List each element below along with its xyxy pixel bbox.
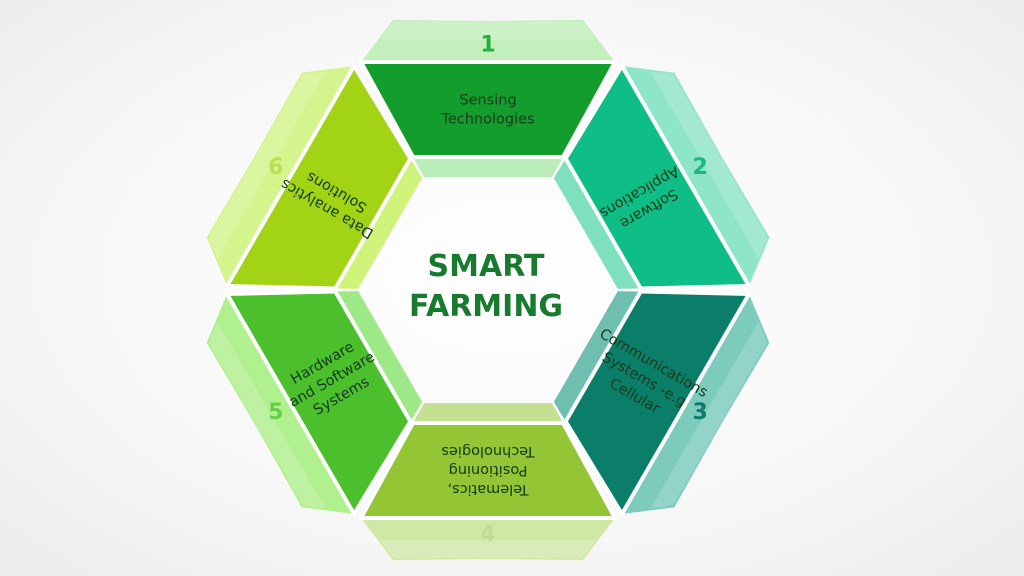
segment-4-panel xyxy=(359,421,617,520)
segment-5-highlight xyxy=(208,321,326,509)
segment-4-label-line: Telematics, xyxy=(447,481,529,497)
title-line-1: SMART xyxy=(428,249,545,284)
segment-2-outer-facet xyxy=(621,66,770,286)
segment-1-outer-facet xyxy=(361,20,615,62)
segment-4-label-line: Technologies xyxy=(441,443,535,459)
center-title: SMART FARMING xyxy=(409,249,563,324)
segment-5-inner-facet xyxy=(335,291,423,422)
segment-3-highlight xyxy=(650,321,768,509)
segment-3-panel xyxy=(563,289,751,516)
segment-6-outer-facet xyxy=(206,66,355,286)
segment-1-label-line: Technologies xyxy=(440,112,534,128)
title-line-2: FARMING xyxy=(409,289,563,324)
segment-5-number: 5 xyxy=(268,400,283,425)
segment-1-inner-facet xyxy=(413,157,563,177)
segment-2-inner-facet xyxy=(553,158,641,289)
segment-4-number: 4 xyxy=(480,523,495,548)
segment-5-outer-facet xyxy=(206,294,355,514)
segment-3-number: 3 xyxy=(693,400,708,425)
segment-6-highlight xyxy=(208,71,326,259)
segment-2-panel xyxy=(563,64,751,291)
segment-2-highlight xyxy=(650,71,768,259)
segment-3-inner-facet xyxy=(553,291,641,422)
segment-1-panel xyxy=(359,60,617,159)
segment-4-outer-facet xyxy=(361,518,615,560)
segment-6-number: 6 xyxy=(268,155,283,180)
segment-6-panel xyxy=(225,64,413,291)
segment-4: 4 Telematics, Positioning Technologies xyxy=(359,403,617,560)
segment-4-inner-facet xyxy=(413,403,563,423)
segment-4-label-line: Positioning xyxy=(449,462,528,478)
segment-2-number: 2 xyxy=(693,155,708,180)
segment-1-highlight xyxy=(380,22,596,40)
segment-3-outer-facet xyxy=(621,294,770,514)
segment-4-highlight xyxy=(380,540,596,558)
segment-5-panel xyxy=(225,289,413,516)
segment-4-label: Telematics, Positioning Technologies xyxy=(441,443,535,497)
segment-6-inner-facet xyxy=(335,158,423,289)
segment-1-label-line: Sensing xyxy=(459,93,516,109)
segment-1-number: 1 xyxy=(480,33,495,58)
